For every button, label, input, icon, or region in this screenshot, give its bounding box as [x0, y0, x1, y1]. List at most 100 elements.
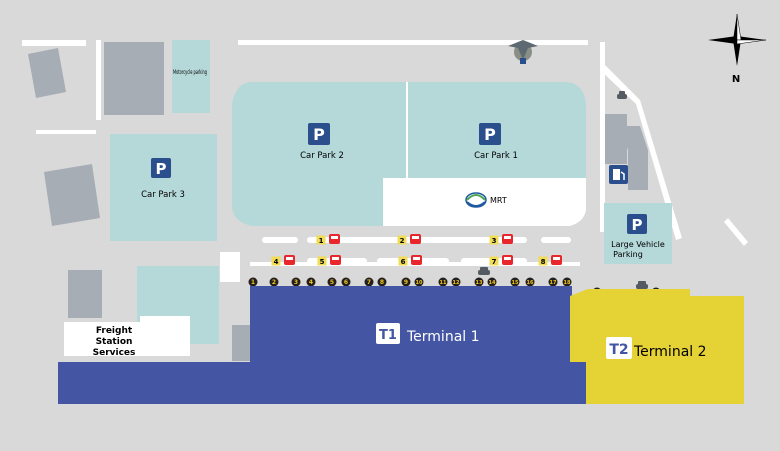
stop-15: 15: [510, 277, 520, 287]
stop-number: 4: [309, 279, 313, 286]
bus-bay-2: 2: [397, 234, 421, 245]
bus-icon: [410, 234, 421, 244]
stop-number: 15: [512, 280, 519, 286]
bus-bay-label-bg: [489, 256, 499, 266]
terminal-1-badge: [376, 323, 400, 344]
parking-symbol: P: [313, 125, 325, 144]
bus-bay-5: 5: [317, 255, 341, 266]
road-right-vertical: [600, 42, 605, 232]
parking-symbol: P: [632, 216, 643, 234]
carpark-2-label: Car Park 2: [300, 151, 344, 161]
motorcycle-label: Motorcycle parking: [173, 69, 207, 76]
bus-bay-number: 1: [319, 237, 324, 245]
parking-symbol: P: [484, 125, 496, 144]
fuel-station-icon: [609, 165, 628, 184]
road-top: [238, 40, 588, 45]
carpark-3-label: Car Park 3: [141, 190, 185, 200]
stop-badge: [291, 277, 301, 287]
stop-number: 14: [489, 280, 496, 286]
stop-number: 5: [330, 279, 334, 286]
road-left-vertical: [96, 40, 101, 120]
bus-icon: [551, 255, 562, 265]
stop-badge: [474, 277, 484, 287]
stop-16: 16: [525, 277, 535, 287]
freight-label-line1: Freight: [96, 326, 133, 336]
stop-badge: [306, 277, 316, 287]
bus-bay-number: 8: [541, 258, 546, 266]
stop-badge: [248, 277, 258, 287]
freight-station-area: [64, 316, 190, 356]
bus-bay-label-bg: [397, 235, 407, 245]
stop-number: 16: [527, 280, 534, 286]
bus-bay-8: 8: [538, 255, 562, 266]
stop-13: 13: [474, 277, 484, 287]
bus-bay-label-bg: [317, 256, 327, 266]
stop-number: 1: [251, 279, 255, 286]
road-access-left: [220, 252, 240, 282]
freight-label-line2: Station: [96, 337, 133, 347]
bus-icon: [330, 255, 341, 265]
stop-1: 1: [248, 277, 258, 287]
parking-sign-bg: [479, 123, 501, 145]
car-icon: [636, 281, 648, 289]
stop-badge: [327, 277, 337, 287]
stop-badge: [341, 277, 351, 287]
stop-number: 6: [344, 279, 348, 286]
stop-badge: [364, 277, 374, 287]
stop-3: 3: [291, 277, 301, 287]
stop-number: 10: [416, 280, 423, 286]
stop-badge: [451, 277, 461, 287]
parking-sign-bg: [151, 158, 171, 178]
stop-number: 12: [453, 280, 460, 286]
stop-11: 11: [438, 277, 448, 287]
building-west: [44, 164, 100, 226]
bus-lane-upper: [541, 237, 571, 243]
bus-icon: [284, 255, 295, 265]
bus-icon: [502, 255, 513, 265]
stop-number: 18: [564, 280, 571, 286]
stop-number: 9: [404, 279, 408, 286]
stop-badge: [401, 277, 411, 287]
building-large-north: [104, 42, 164, 115]
stop-badge: [525, 277, 535, 287]
bus-bay-number: 7: [492, 258, 497, 266]
bus-bay-number: 4: [274, 258, 279, 266]
terminal-2-badge: [606, 337, 632, 359]
bus-bay-6: 6: [398, 255, 422, 266]
stop-17: 17: [548, 277, 558, 287]
bus-bay-number: 6: [401, 258, 406, 266]
bus-bay-label-bg: [538, 256, 548, 266]
eagle-statue-icon: [508, 40, 538, 64]
bus-bay-label-bg: [489, 235, 499, 245]
stop-number: 7: [367, 279, 371, 286]
stop-number: 8: [380, 279, 384, 286]
stop-number: 11: [440, 280, 447, 286]
stop-badge: [548, 277, 558, 287]
terminal-1-badge-text: T1: [379, 328, 397, 343]
carpark-1-label: Car Park 1: [474, 151, 518, 161]
compass-north-label: N: [732, 74, 740, 85]
carpark-divider: [406, 82, 408, 226]
large-vehicle-label-line1: Large Vehicle: [611, 240, 665, 249]
stop-badge: [487, 277, 497, 287]
bus-bay-number: 2: [400, 237, 405, 245]
parking-sign-large-vehicle: P: [627, 214, 647, 234]
stop-9: 9: [401, 277, 411, 287]
stop-7: 7: [364, 277, 374, 287]
stop-badge: [377, 277, 387, 287]
bus-bays: 1 2 3 4 5 6 7 8: [271, 234, 562, 266]
mrt-label: MRT: [490, 196, 507, 205]
bus-bay-3: 3: [489, 234, 513, 245]
bus-icon: [329, 234, 340, 244]
stop-badge: [510, 277, 520, 287]
stop-number: 17: [550, 280, 557, 286]
stop-14: 14: [487, 277, 497, 287]
bus-bay-label-bg: [271, 256, 281, 266]
building-top-left: [28, 48, 66, 98]
carpark-motorcycle-area: [172, 40, 210, 113]
stop-badge: [438, 277, 448, 287]
stop-12: 12: [451, 277, 461, 287]
freight-label-line3: Services: [93, 348, 136, 358]
stop-badge: [269, 277, 279, 287]
